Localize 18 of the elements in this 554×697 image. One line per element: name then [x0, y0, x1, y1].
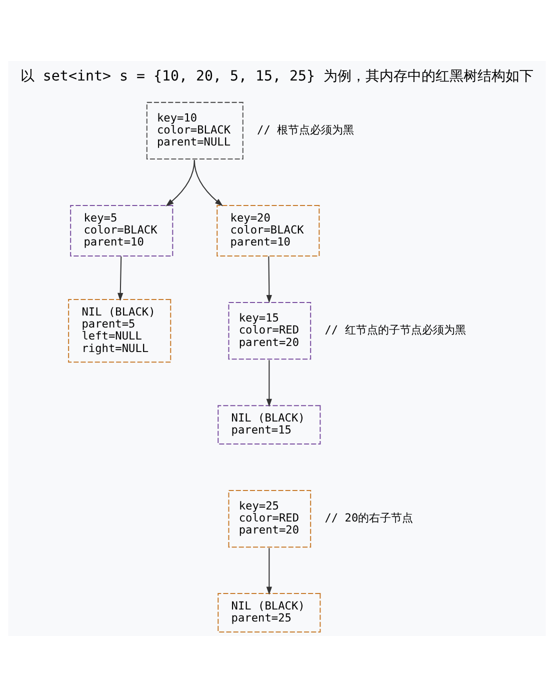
arrow	[194, 160, 224, 206]
arrow	[266, 256, 272, 304]
node-box: key=5 color=BLACK parent=10	[70, 205, 174, 257]
node-box: key=20 color=BLACK parent=10	[216, 205, 320, 257]
node-box: key=15 color=RED parent=20	[228, 302, 312, 360]
node-box: NIL (BLACK) parent=5 left=NULL right=NULL	[68, 298, 172, 363]
arrow	[118, 256, 124, 301]
node-box: key=10 color=BLACK parent=NULL	[146, 102, 244, 160]
arrow	[266, 360, 272, 407]
node-label: // 20的右子节点	[324, 512, 414, 525]
node-label: // 根节点必须为黑	[257, 124, 354, 137]
arrow	[166, 160, 195, 206]
diagram-title: 以 set<int> s = {10, 20, 5, 15, 25} 为例，其内存中的红黑树结构如下	[20, 68, 534, 84]
node-label: // 红节点的子节点必须为黑	[324, 324, 466, 337]
node-box: NIL (BLACK) parent=15	[218, 405, 321, 444]
node-box: NIL (BLACK) parent=25	[218, 593, 321, 632]
node-box: key=25 color=RED parent=20	[228, 490, 312, 548]
arrow	[266, 548, 272, 595]
